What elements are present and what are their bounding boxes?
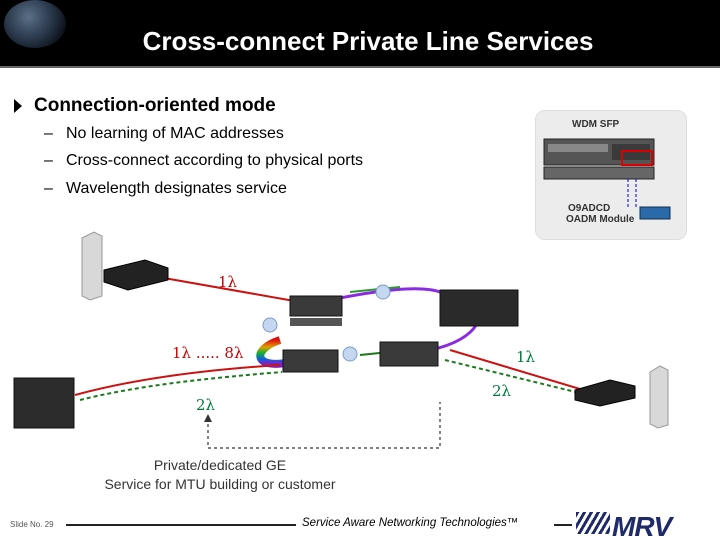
service-caption: Private/dedicated GE Service for MTU bui…	[60, 456, 380, 494]
optical-signal-icon	[375, 284, 391, 300]
service-pointer-line	[207, 402, 441, 449]
fiber-red-bottom-left	[74, 364, 281, 396]
fiber-purple-top	[329, 287, 441, 302]
chassis-bottom-left	[13, 377, 75, 429]
fiber-green-top	[349, 286, 401, 293]
dash: –	[44, 180, 53, 197]
lambda-range-label: 1λ ..... 8λ	[172, 344, 244, 362]
switch-top-center-base	[290, 318, 342, 326]
fiber-green-dashed-left	[79, 371, 283, 401]
fiber-green-dashed-right	[444, 359, 601, 399]
wdm-bottom-label-2: OADM Module	[566, 214, 635, 225]
fiber-red-right	[449, 349, 601, 396]
optical-signal-icon	[342, 346, 358, 362]
footer-divider-left	[66, 524, 296, 526]
dash: –	[44, 125, 53, 142]
pointer-arrowhead	[204, 414, 212, 422]
bullet-arrow-icon	[14, 99, 22, 113]
slide-number: Slide No. 29	[10, 520, 54, 529]
wdm-bottom-label-1: O9ADCD	[568, 203, 611, 214]
mrv-logo-text: MRV	[612, 511, 672, 542]
globe-icon	[4, 0, 66, 48]
main-bullet: Connection-oriented mode	[34, 95, 276, 116]
sub-bullet-text: Wavelength designates service	[66, 180, 287, 197]
wdm-top-label: WDM SFP	[572, 119, 620, 130]
dash: –	[44, 152, 53, 169]
sub-bullet-3: –Wavelength designates service	[44, 180, 287, 198]
wdm-device-illustration	[543, 138, 671, 220]
lambda-2-label-right: 2λ	[492, 382, 512, 400]
fiber-rainbow	[256, 336, 291, 368]
lambda-label-top: 1λ	[218, 273, 238, 291]
sub-bullet-text: No learning of MAC addresses	[66, 125, 284, 142]
sub-bullet-text: Cross-connect according to physical port…	[66, 152, 364, 169]
caption-line-1: Private/dedicated GE	[153, 457, 287, 473]
building-icon-left	[81, 231, 103, 301]
switch-top-center	[289, 295, 343, 317]
title-bar: Cross-connect Private Line Services	[0, 0, 720, 66]
edge-switch-left	[103, 259, 169, 291]
footer-tagline: Service Aware Networking Technologies™	[302, 517, 519, 529]
lambda-label-right: 1λ	[516, 348, 536, 366]
edge-switch-right	[574, 379, 636, 407]
switch-top-right	[439, 289, 519, 327]
mrv-logo-mark	[576, 512, 610, 534]
title-divider	[0, 66, 720, 68]
footer-divider-right	[554, 524, 572, 526]
wdm-sfp-picture: WDM SFP O9ADCD OADM Module	[535, 110, 687, 240]
sub-bullet-1: –No learning of MAC addresses	[44, 125, 284, 143]
building-icon-right	[649, 365, 669, 429]
sub-bullet-2: –Cross-connect according to physical por…	[44, 152, 363, 170]
lambda-2-label-left: 2λ	[196, 396, 216, 414]
switch-mid-center	[282, 349, 339, 373]
caption-line-2: Service for MTU building or customer	[104, 476, 336, 492]
switch-mid-right	[379, 341, 439, 367]
optical-signal-icon	[262, 317, 278, 333]
slide-title: Cross-connect Private Line Services	[142, 26, 594, 56]
